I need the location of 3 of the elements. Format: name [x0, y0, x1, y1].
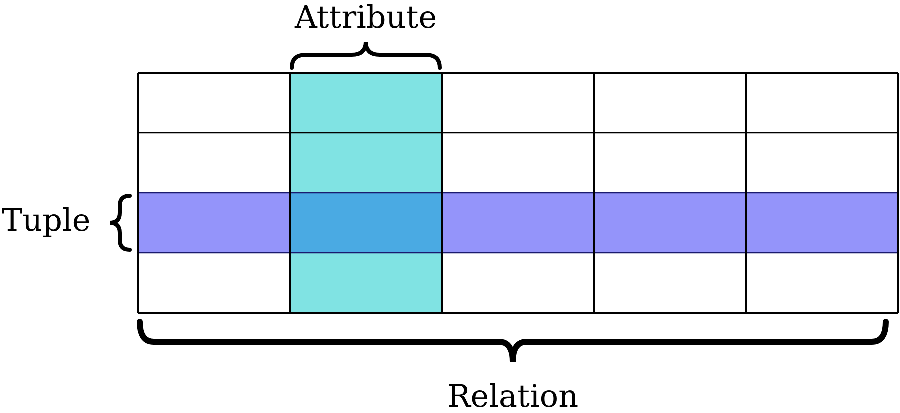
label: Tuple [2, 206, 91, 237]
label: Attribute [294, 3, 438, 34]
label: Relation [447, 382, 579, 413]
